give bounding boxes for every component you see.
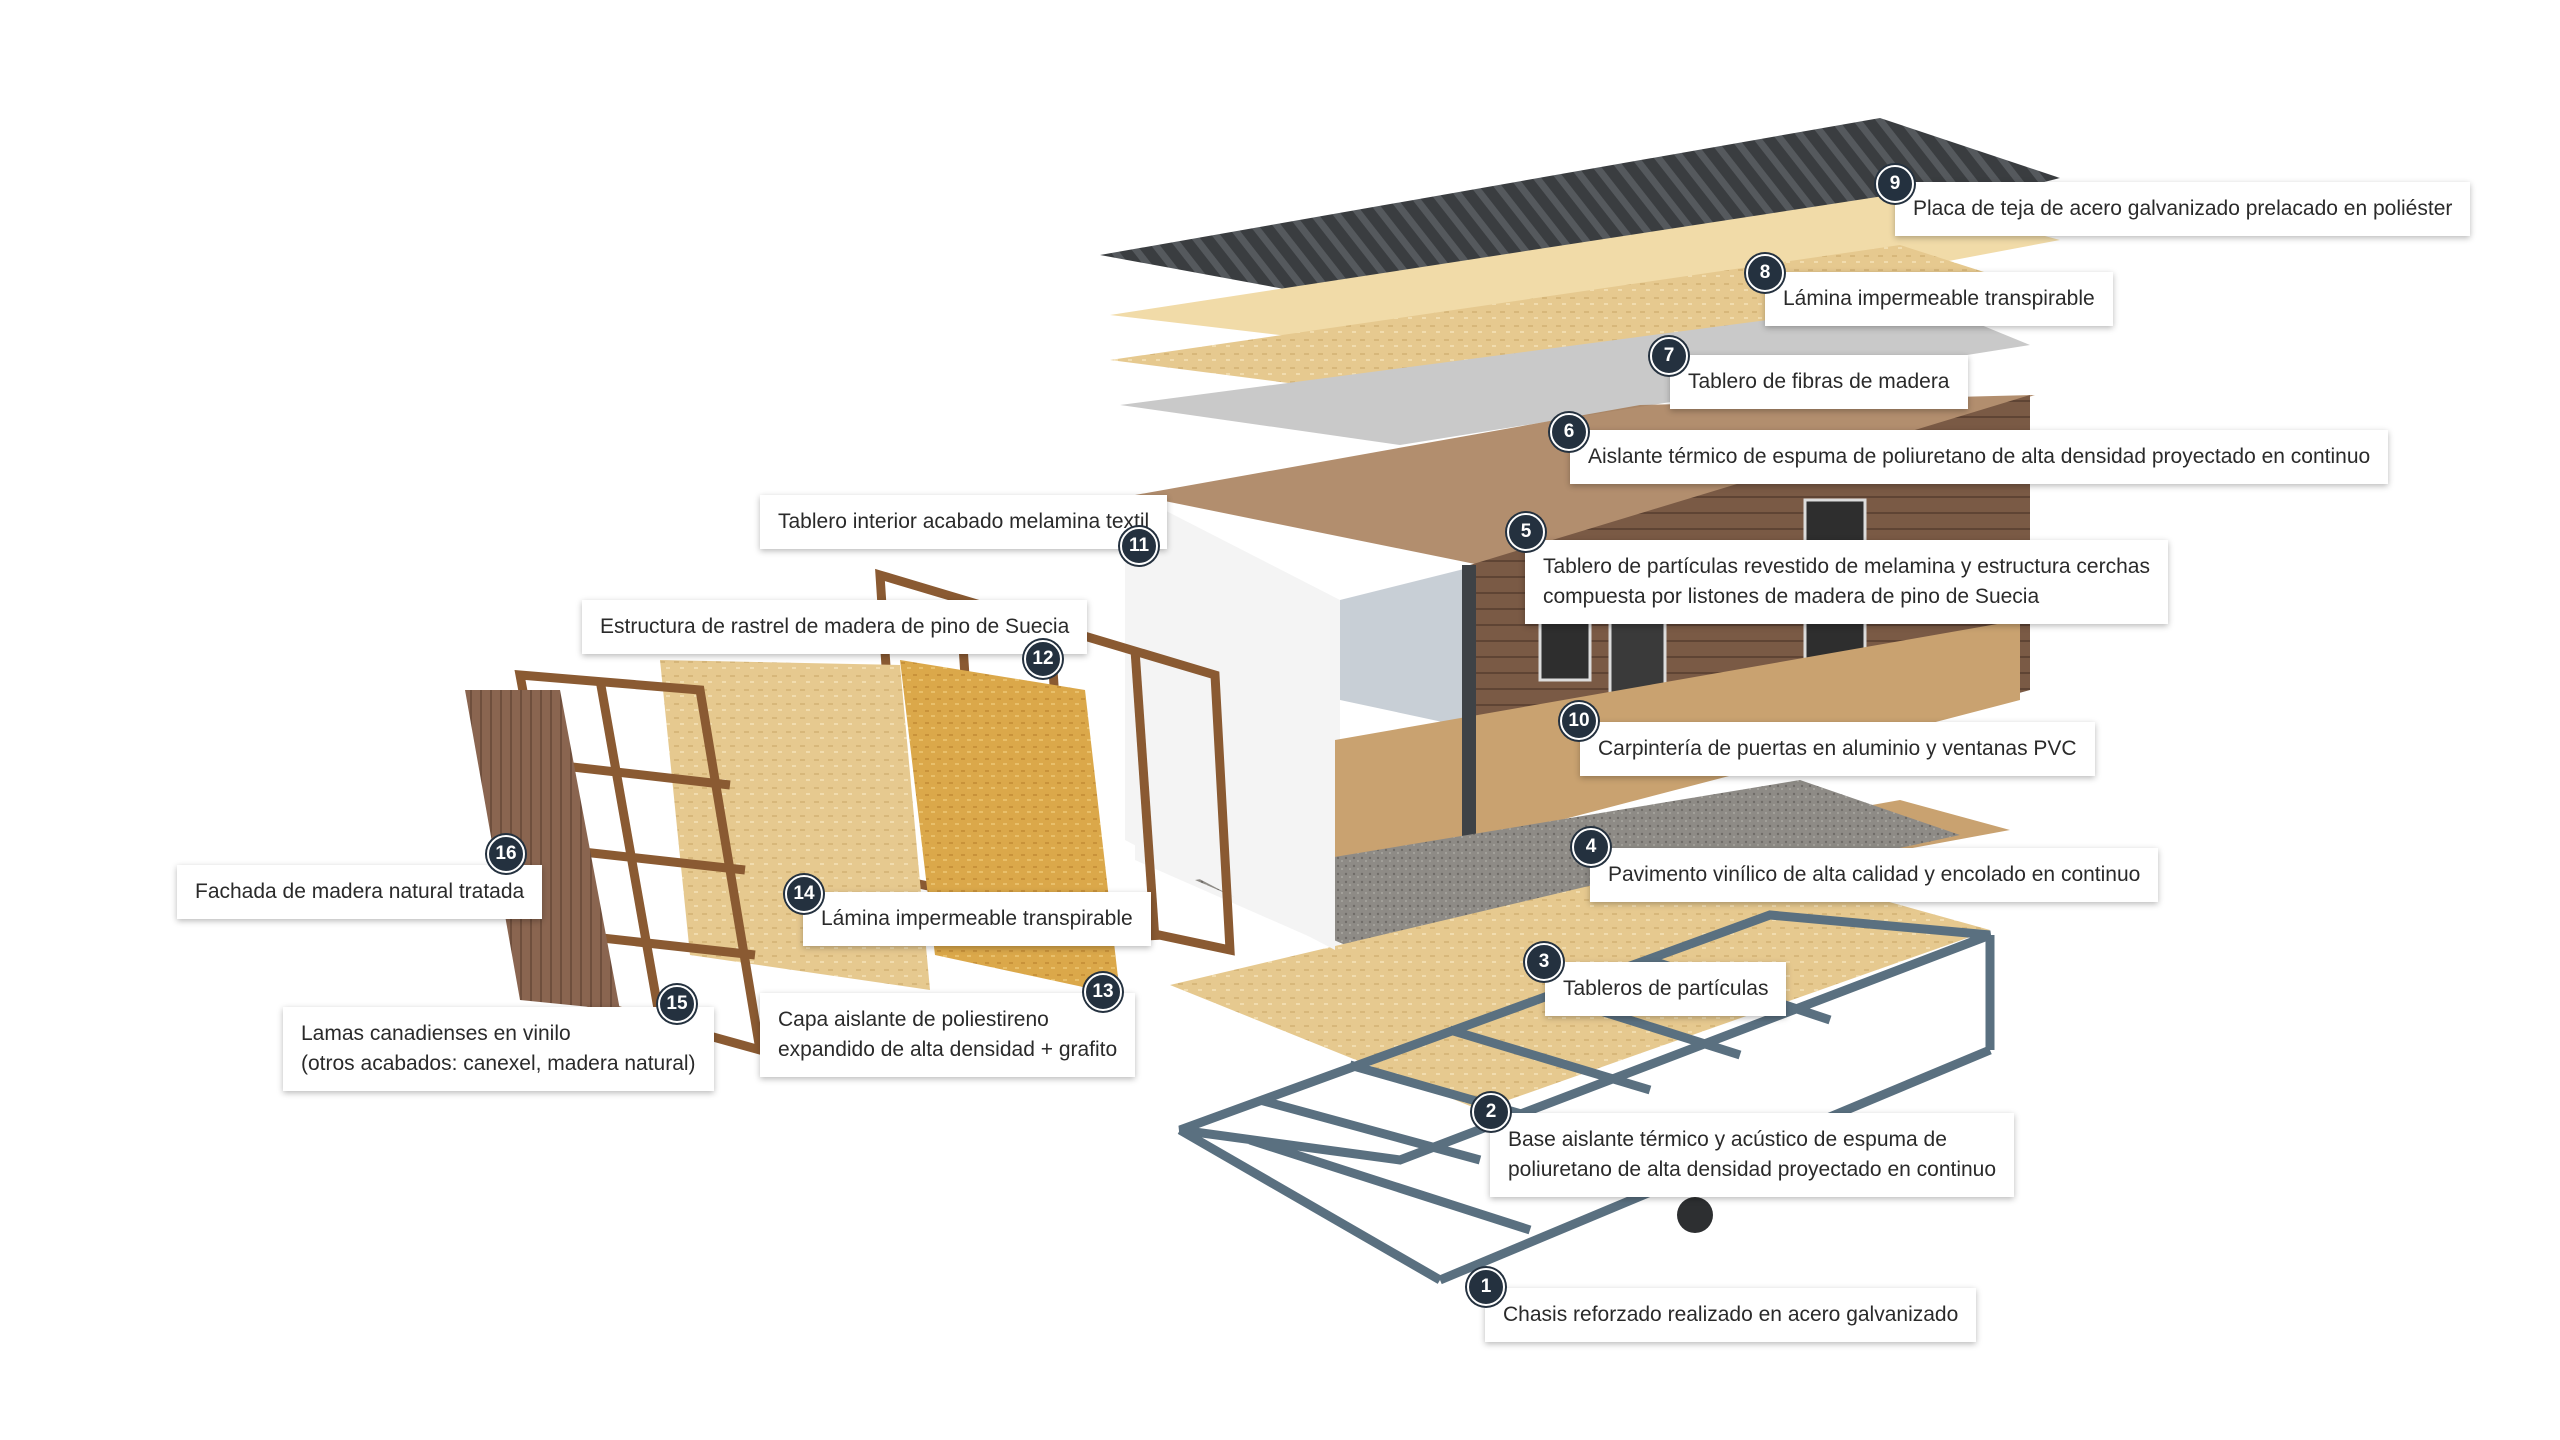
callout-label-15: Lamas canadienses en vinilo (otros acaba… <box>283 1007 714 1091</box>
number-badge-5: 5 <box>1507 513 1545 551</box>
callout-label-16: Fachada de madera natural tratada <box>177 865 543 919</box>
number-badge-12: 12 <box>1024 640 1062 678</box>
number-badge-16: 16 <box>487 835 525 873</box>
number-badge-15: 15 <box>658 985 696 1023</box>
callout-label-10: Carpintería de puertas en aluminio y ven… <box>1580 722 2095 776</box>
callout-text: Tablero de fibras de madera <box>1688 370 1950 393</box>
number-badge-13: 13 <box>1084 973 1122 1011</box>
callout-label-5: Tablero de partículas revestido de melam… <box>1525 540 2168 624</box>
callout-label-4: Pavimento vinílico de alta calidad y enc… <box>1590 848 2159 902</box>
callout-text: Capa aislante de poliestireno <box>778 1008 1049 1031</box>
callout-text: Fachada de madera natural tratada <box>195 880 525 903</box>
callout-text: Lámina impermeable transpirable <box>821 907 1133 930</box>
callout-text: Aislante térmico de espuma de poliuretan… <box>1588 445 2371 468</box>
roof-metal-sheet <box>1100 118 2060 325</box>
number-badge-14: 14 <box>785 875 823 913</box>
number-badge-7: 7 <box>1650 337 1688 375</box>
callout-label-11: Tablero interior acabado melamina textil <box>760 495 1168 549</box>
callout-text: Lamas canadienses en vinilo <box>301 1022 571 1045</box>
number-badge-10: 10 <box>1560 702 1598 740</box>
callout-text: expandido de alta densidad + grafito <box>778 1038 1118 1061</box>
callout-label-13: Capa aislante de poliestireno expandido … <box>760 993 1136 1077</box>
callout-label-7: Tablero de fibras de madera <box>1670 355 1968 409</box>
callout-label-3: Tableros de partículas <box>1545 962 1787 1016</box>
gravel-layer <box>1195 780 1960 960</box>
breathable-membrane-roof <box>1110 195 2060 355</box>
number-badge-4: 4 <box>1572 828 1610 866</box>
callout-label-6: Aislante térmico de espuma de poliuretan… <box>1570 430 2389 484</box>
roof-insulation <box>1120 300 2030 445</box>
back-wall <box>1340 565 1480 730</box>
callout-text: poliuretano de alta densidad proyectado … <box>1508 1158 1997 1181</box>
callout-text: Carpintería de puertas en aluminio y ven… <box>1598 737 2077 760</box>
number-badge-3: 3 <box>1525 943 1563 981</box>
callout-text: Placa de teja de acero galvanizado prela… <box>1913 197 2453 220</box>
wall-interior-board <box>1125 505 1335 950</box>
callout-label-9: Placa de teja de acero galvanizado prela… <box>1895 182 2471 236</box>
number-badge-8: 8 <box>1746 254 1784 292</box>
callout-label-1: Chasis reforzado realizado en acero galv… <box>1485 1288 1977 1342</box>
callout-text: Base aislante térmico y acústico de espu… <box>1508 1128 1947 1151</box>
number-badge-1: 1 <box>1467 1268 1505 1306</box>
callout-text: Pavimento vinílico de alta calidad y enc… <box>1608 863 2141 886</box>
callout-label-12: Estructura de rastrel de madera de pino … <box>582 600 1088 654</box>
callout-label-14: Lámina impermeable transpirable <box>803 892 1151 946</box>
number-badge-6: 6 <box>1550 413 1588 451</box>
callout-text: Estructura de rastrel de madera de pino … <box>600 615 1070 638</box>
callout-text: compuesta por listones de madera de pino… <box>1543 585 2040 608</box>
callout-text: Tableros de partículas <box>1563 977 1769 1000</box>
number-badge-2: 2 <box>1472 1093 1510 1131</box>
callout-text: Chasis reforzado realizado en acero galv… <box>1503 1303 1959 1326</box>
callout-label-2: Base aislante térmico y acústico de espu… <box>1490 1113 2015 1197</box>
callout-text: (otros acabados: canexel, madera natural… <box>301 1052 696 1075</box>
corner-post <box>1462 565 1476 845</box>
number-badge-11: 11 <box>1120 527 1158 565</box>
callout-text: Tablero de partículas revestido de melam… <box>1543 555 2150 578</box>
chassis-wheel <box>1677 1197 1713 1233</box>
callout-label-8: Lámina impermeable transpirable <box>1765 272 2113 326</box>
natural-wood-facade <box>465 690 620 1010</box>
callout-text: Tablero interior acabado melamina textil <box>778 510 1150 533</box>
number-badge-9: 9 <box>1876 165 1914 203</box>
callout-text: Lámina impermeable transpirable <box>1783 287 2095 310</box>
